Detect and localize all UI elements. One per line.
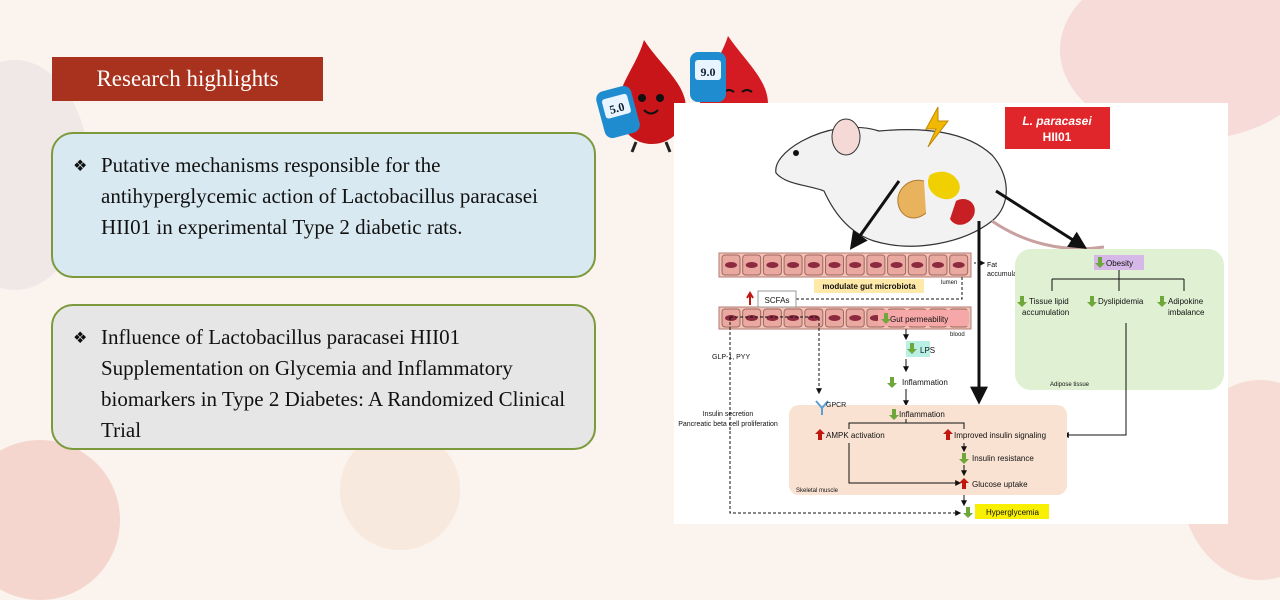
beta-cell-proliferation-label: Pancreatic beta cell proliferation [678, 421, 778, 428]
gut-cell-nucleus [828, 315, 841, 321]
decrease-arrow-icon [1087, 296, 1097, 307]
glucometer-reading-left: 5.0 [608, 99, 626, 116]
gut-cell-nucleus [807, 262, 820, 268]
decrease-arrow-icon [907, 343, 917, 354]
obesity-label: Obesity [1106, 259, 1133, 268]
insulin-resistance-label: Insulin resistance [972, 454, 1034, 463]
gut-cell-nucleus [911, 262, 924, 268]
gut-cell-nucleus [849, 262, 862, 268]
background-blob [340, 430, 460, 550]
dyslipidemia-label: Dyslipidemia [1098, 297, 1144, 306]
decrease-arrow-icon [963, 507, 973, 518]
adipokine-label: Adipokine [1168, 297, 1204, 306]
inflammation-muscle-label: Inflammation [899, 410, 945, 419]
glucometer-reading-right: 9.0 [701, 65, 716, 79]
decrease-arrow-icon [1017, 296, 1027, 307]
glucometer-right-icon: 9.0 [690, 52, 726, 102]
up-arrow-icon [746, 291, 754, 305]
hyperglycemia-box [975, 504, 1049, 519]
gut-cell-nucleus [787, 315, 800, 321]
fat-accumulation-label: accumulation [987, 271, 1028, 278]
gut-cell-nucleus [745, 262, 758, 268]
obesity-box [1094, 255, 1144, 270]
probiotic-strain-label: HII01 [1043, 130, 1072, 144]
highlight-text-2: Influence of Lactobacillus paracasei HII… [101, 325, 566, 442]
decrease-arrow-icon [887, 377, 897, 388]
tissue-lipid-label: Tissue lipid [1029, 297, 1069, 306]
lps-label: LPS [920, 346, 935, 355]
increase-arrow-icon [815, 429, 825, 440]
blood-drop-mascots-illustration: 5.0 9.0 [596, 36, 768, 153]
adipose-tissue-panel [1015, 249, 1224, 390]
bullet-icon: ❖ [73, 158, 88, 175]
adipose-tissue-label: Adipose tissue [1050, 382, 1090, 388]
bullet-icon: ❖ [73, 330, 88, 347]
highlight-card-1: ❖ Putative mechanisms responsible for th… [51, 132, 596, 278]
glucose-uptake-label: Glucose uptake [972, 480, 1028, 489]
tissue-lipid-accumulation-label: accumulation [1022, 308, 1069, 317]
trend-arrows [815, 257, 1167, 518]
gut-cell-nucleus [745, 315, 758, 321]
gpcr-receptor-icon [815, 400, 829, 415]
highlight-text-1: Putative mechanisms responsible for the … [101, 153, 538, 239]
decrease-arrow-icon [1157, 296, 1167, 307]
increase-arrow-icon [959, 478, 969, 489]
gut-cell-nucleus [766, 262, 779, 268]
decrease-arrow-icon [889, 409, 899, 420]
gut-cell-nucleus [725, 262, 737, 268]
gut-permeability-box [878, 310, 968, 326]
gut-cell-nucleus [828, 262, 841, 268]
insulin-secretion-label: Insulin secretion [703, 411, 754, 418]
gut-cell-nucleus [807, 315, 820, 321]
ampk-label: AMPK activation [826, 431, 885, 440]
gut-cell-nucleus [725, 315, 737, 321]
probiotic-label: L. paracasei [1022, 114, 1092, 128]
microbiota-box [814, 279, 924, 293]
scfas-label: SCFAs [765, 296, 790, 305]
gut-cell-nucleus [869, 262, 882, 268]
gut-cell-nucleus [787, 262, 800, 268]
skeletal-muscle-panel [789, 405, 1067, 495]
highlight-card-2: ❖ Influence of Lactobacillus paracasei H… [51, 304, 596, 450]
rat-illustration [775, 106, 1105, 251]
glucometer-left-icon: 5.0 [596, 85, 640, 139]
gut-permeability-label: Gut permeability [890, 315, 948, 324]
probiotic-box [1005, 107, 1110, 149]
adipokine-imbalance-label: imbalance [1168, 308, 1205, 317]
scfas-box [757, 290, 797, 308]
gut-cell-nucleus [890, 262, 903, 268]
decrease-arrow-icon [959, 453, 969, 464]
decrease-arrow-icon [881, 313, 891, 324]
gut-cell-nucleus [849, 315, 862, 321]
skeletal-muscle-label: Skeletal muscle [796, 488, 839, 494]
blood-label: blood [950, 332, 965, 338]
hyperglycemia-label: Hyperglycemia [986, 508, 1039, 517]
modulate-gut-microbiota-label: modulate gut microbiota [822, 282, 916, 291]
gpcr-label: GPCR [826, 402, 846, 409]
increase-arrow-icon [943, 429, 953, 440]
fat-label: Fat [987, 262, 997, 269]
gut-cell-nucleus [766, 315, 779, 321]
decrease-arrow-icon [1095, 257, 1105, 268]
mechanism-diagram: L. paracasei HII01 Fat accumulation modu… [674, 103, 1228, 524]
gut-cell-nucleus [932, 262, 944, 268]
glp1-pyy-label: GLP-1, PYY [712, 354, 750, 361]
insulin-signaling-label: Improved insulin signaling [954, 431, 1046, 440]
lumen-label: lumen [941, 280, 957, 286]
research-highlights-title: Research highlights [52, 57, 323, 101]
background-blob [0, 440, 120, 600]
inflammation-label: Inflammation [902, 378, 948, 387]
gut-cell-nucleus [952, 262, 965, 268]
gut-cells-top [721, 254, 969, 276]
